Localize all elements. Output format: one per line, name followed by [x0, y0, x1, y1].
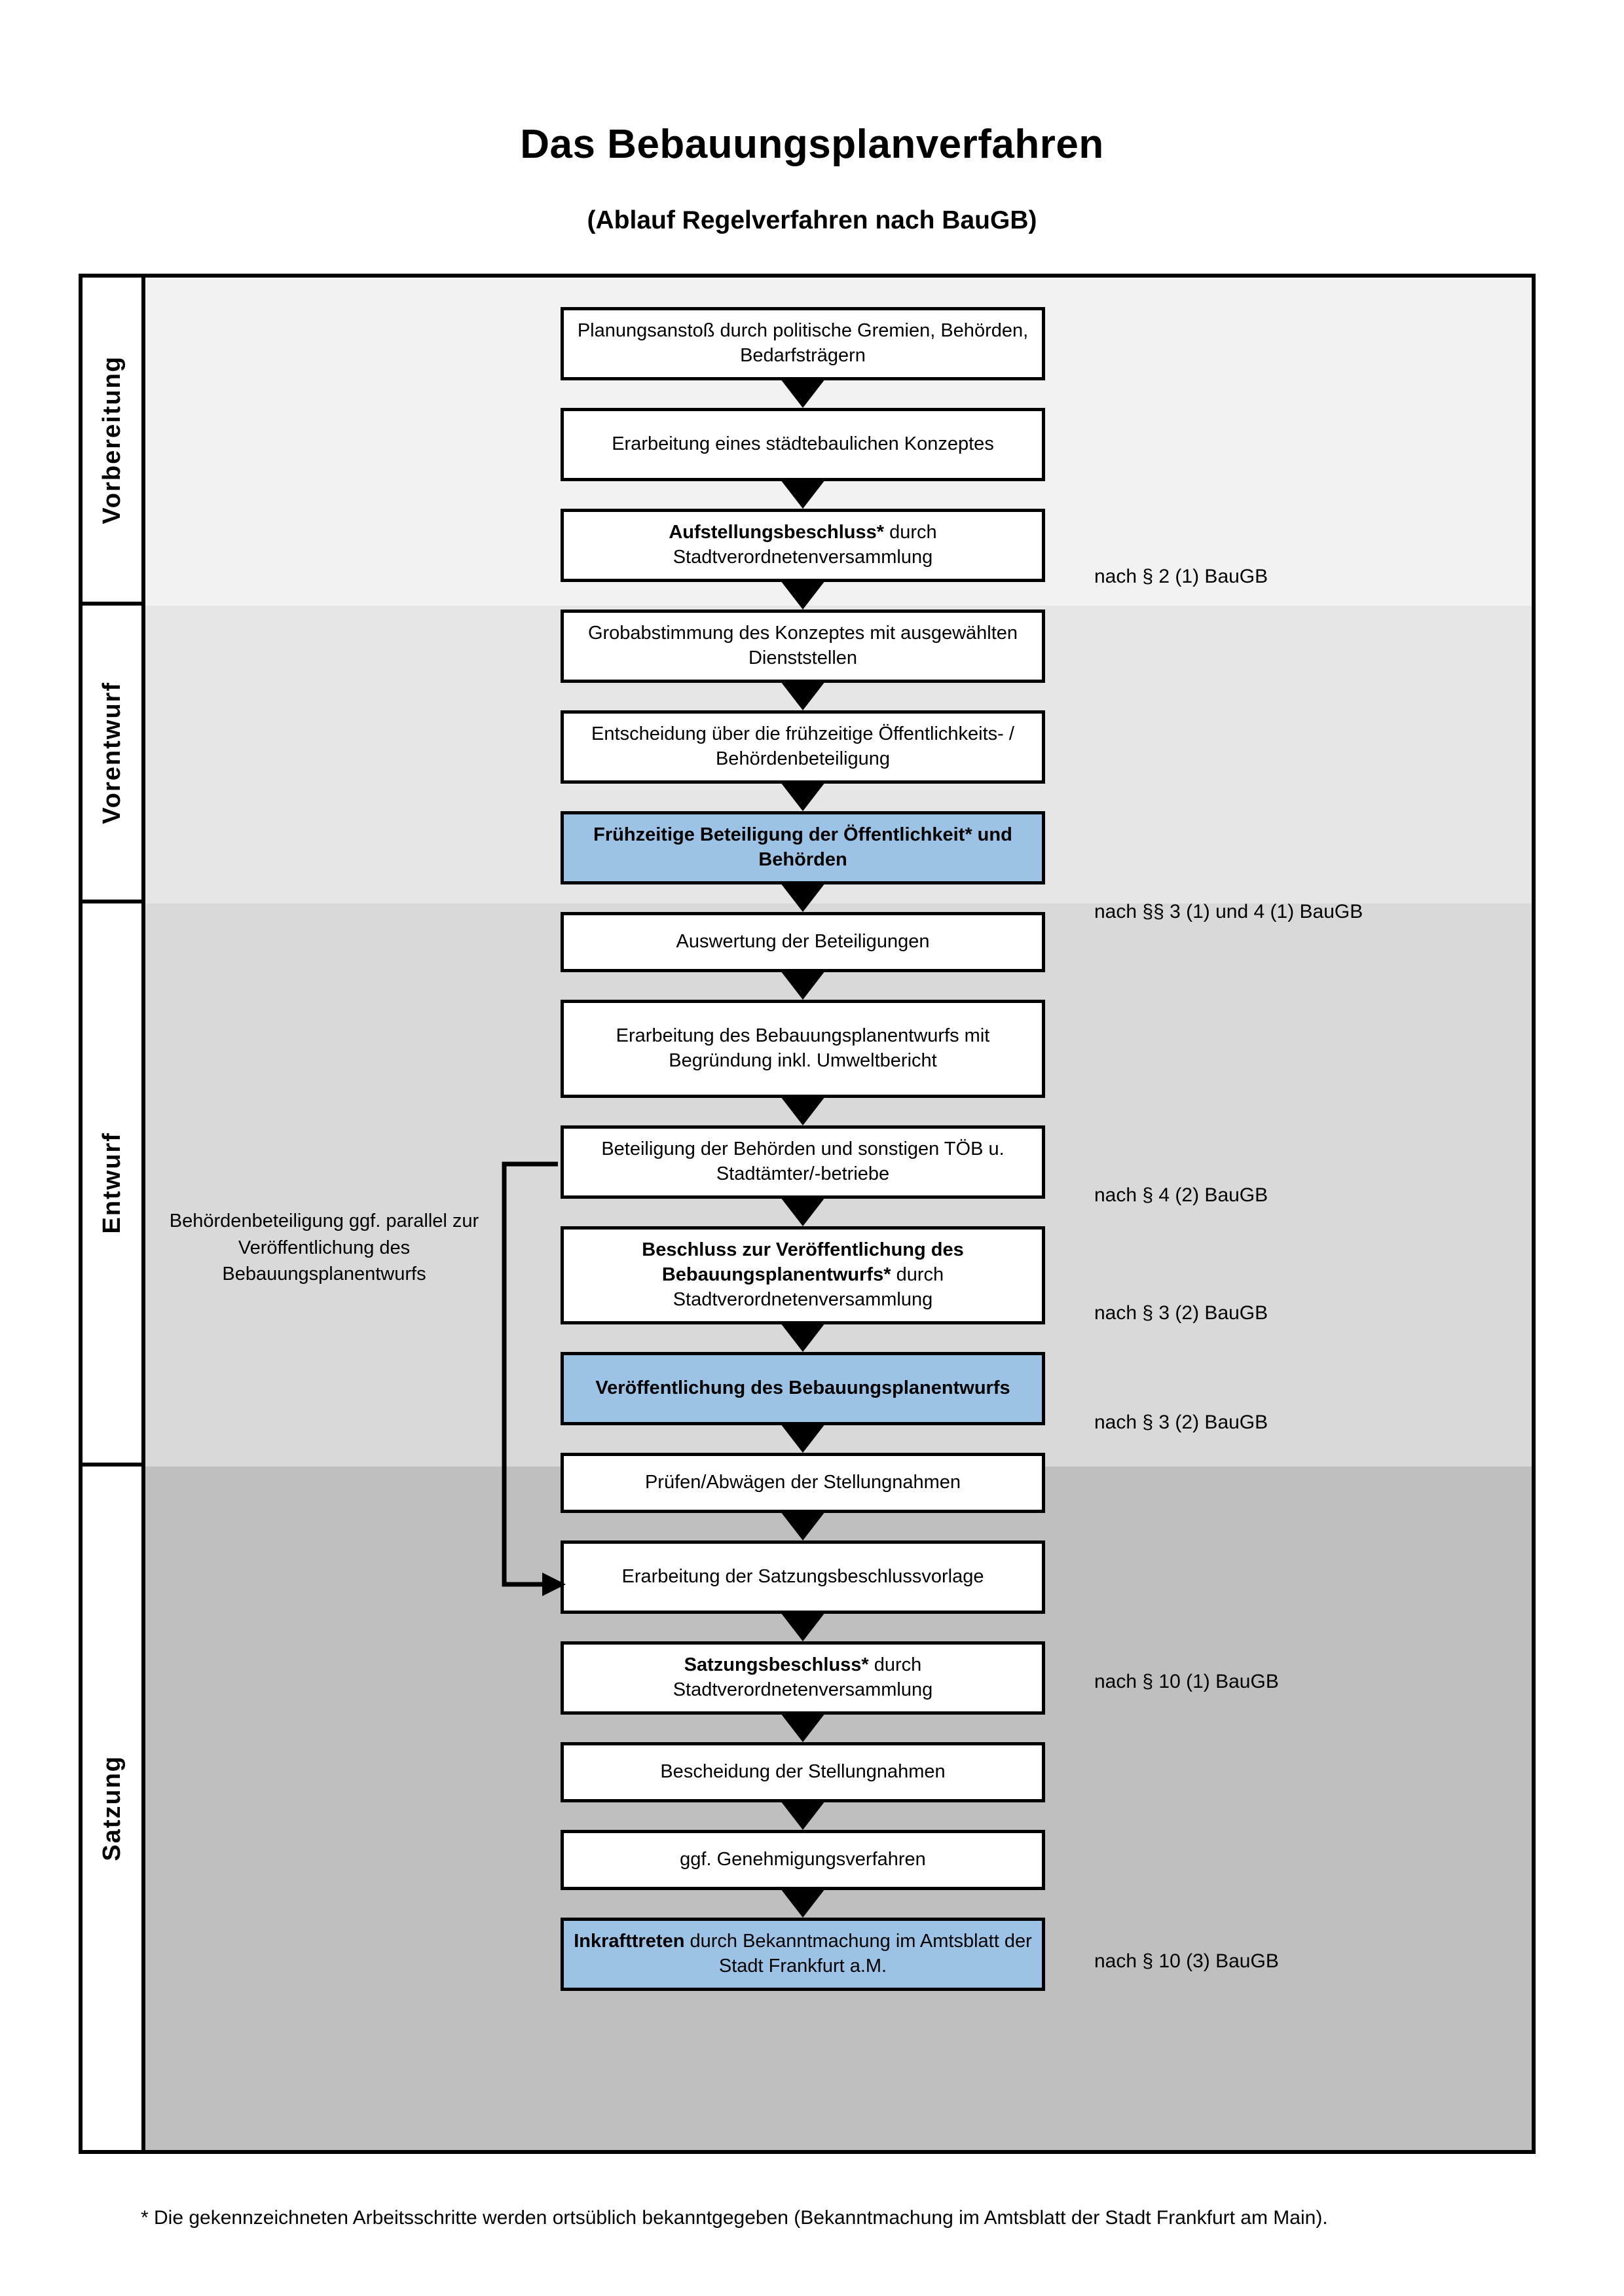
- process-box[interactable]: Entscheidung über die frühzeitige Öffent…: [561, 710, 1045, 784]
- process-box-highlight[interactable]: Inkrafttreten durch Bekanntmachung im Am…: [561, 1918, 1045, 1991]
- side-note: Behördenbeteiligung ggf. parallel zur Ve…: [169, 1211, 479, 1285]
- box-text: durch Stadtverordnetenversammlung: [673, 1264, 944, 1310]
- phase-label-text: Vorbereitung: [98, 355, 126, 524]
- flow-arrow-icon: [781, 1323, 825, 1352]
- process-box-highlight[interactable]: Frühzeitige Beteiligung der Öffentlichke…: [561, 811, 1045, 884]
- process-box[interactable]: Erarbeitung eines städtebaulichen Konzep…: [561, 408, 1045, 481]
- legal-reference: nach § 10 (1) BauGB: [1094, 1671, 1279, 1692]
- phase-label-vorentwurf: Vorentwurf: [83, 606, 145, 903]
- box-text: durch Stadtverordnetenversammlung: [673, 1654, 933, 1700]
- legal-reference: nach § 3 (2) BauGB: [1094, 1302, 1268, 1324]
- feedback-connector: [498, 1159, 570, 1611]
- flow-arrow-icon: [781, 1801, 825, 1830]
- flow-arrow-icon: [781, 1197, 825, 1226]
- box-text: Bescheidung der Stellungnahmen: [660, 1761, 946, 1783]
- process-box[interactable]: Erarbeitung des Bebauungsplanentwurfs mi…: [561, 1000, 1045, 1098]
- box-text: Grobabstimmung des Konzeptes mit ausgewä…: [587, 623, 1018, 668]
- flow-arrow-icon: [781, 379, 825, 408]
- box-text: Auswertung der Beteiligungen: [676, 931, 930, 953]
- legal-reference: nach § 4 (2) BauGB: [1094, 1184, 1268, 1206]
- box-bold-text: Satzungsbeschluss*: [684, 1654, 869, 1676]
- box-text: Erarbeitung eines städtebaulichen Konzep…: [612, 433, 994, 455]
- flow-arrow-icon: [781, 480, 825, 509]
- process-box-highlight[interactable]: Veröffentlichung des Bebauungsplanentwur…: [561, 1352, 1045, 1425]
- box-bold-text: Veröffentlichung des Bebauungsplanentwur…: [595, 1377, 1010, 1399]
- page-subtitle: (Ablauf Regelverfahren nach BauGB): [587, 206, 1037, 234]
- legal-reference: nach § 2 (1) BauGB: [1094, 566, 1268, 587]
- box-text: Erarbeitung der Satzungsbeschlussvorlage: [621, 1566, 984, 1588]
- flow-arrow-icon: [781, 782, 825, 811]
- legal-reference: nach § 10 (3) BauGB: [1094, 1950, 1279, 1972]
- process-box[interactable]: Grobabstimmung des Konzeptes mit ausgewä…: [561, 610, 1045, 683]
- flowchart-frame: Vorbereitung Vorentwurf Entwurf Satzung …: [79, 274, 1536, 2154]
- flow-arrow-icon: [781, 1889, 825, 1918]
- box-bold-text: Aufstellungsbeschluss*: [669, 522, 885, 543]
- phase-label-entwurf: Entwurf: [83, 903, 145, 1467]
- phase-label-satzung: Satzung: [83, 1467, 145, 2150]
- legal-reference: nach §§ 3 (1) und 4 (1) BauGB: [1094, 901, 1363, 922]
- process-box[interactable]: Erarbeitung der Satzungsbeschlussvorlage: [561, 1540, 1045, 1614]
- process-box[interactable]: Bescheidung der Stellungnahmen: [561, 1742, 1045, 1802]
- box-text: durch Stadtverordnetenversammlung: [673, 522, 937, 568]
- box-bold-text: Inkrafttreten: [574, 1931, 685, 1952]
- flow-arrow-icon: [781, 883, 825, 912]
- flow-arrow-icon: [781, 1613, 825, 1641]
- process-box[interactable]: ggf. Genehmigungsverfahren: [561, 1830, 1045, 1890]
- flow-arrow-icon: [781, 1097, 825, 1125]
- feedback-connector-icon: [502, 1161, 566, 1596]
- flow-arrow-icon: [781, 1424, 825, 1453]
- flow-arrow-icon: [781, 971, 825, 1000]
- process-box[interactable]: Beschluss zur Veröffentlichung des Bebau…: [561, 1226, 1045, 1324]
- process-box[interactable]: Aufstellungsbeschluss* durch Stadtverord…: [561, 509, 1045, 582]
- box-text: Entscheidung über die frühzeitige Öffent…: [591, 723, 1014, 769]
- flow-arrow-icon: [781, 1512, 825, 1540]
- footnote: * Die gekennzeichneten Arbeitsschritte w…: [141, 2207, 1328, 2229]
- flow-arrow-icon: [781, 1713, 825, 1742]
- box-bold-text: Beschluss zur Veröffentlichung des Bebau…: [642, 1239, 964, 1286]
- box-text: Prüfen/Abwägen der Stellungnahmen: [644, 1472, 961, 1493]
- page-title: Das Bebauungsplanverfahren: [520, 122, 1104, 167]
- phase-label-vorbereitung: Vorbereitung: [83, 278, 145, 606]
- box-text: Beteiligung der Behörden und sonstigen T…: [601, 1139, 1005, 1184]
- flow-arrow-icon: [781, 682, 825, 710]
- process-box[interactable]: Satzungsbeschluss* durch Stadtverordnete…: [561, 1641, 1045, 1715]
- process-box[interactable]: Prüfen/Abwägen der Stellungnahmen: [561, 1453, 1045, 1513]
- box-text: Planungsanstoß durch politische Gremien,…: [577, 320, 1029, 366]
- flow-arrow-icon: [781, 581, 825, 610]
- phase-label-text: Entwurf: [98, 1132, 126, 1234]
- process-box[interactable]: Planungsanstoß durch politische Gremien,…: [561, 307, 1045, 380]
- process-box[interactable]: Auswertung der Beteiligungen: [561, 912, 1045, 972]
- box-text: ggf. Genehmigungsverfahren: [680, 1849, 926, 1870]
- box-text: durch Bekanntmachung im Amtsblatt der St…: [684, 1931, 1032, 1977]
- box-text: Erarbeitung des Bebauungsplanentwurfs mi…: [616, 1025, 990, 1071]
- legal-reference: nach § 3 (2) BauGB: [1094, 1412, 1268, 1433]
- box-bold-text: Frühzeitige Beteiligung der Öffentlichke…: [593, 824, 1012, 870]
- process-box[interactable]: Beteiligung der Behörden und sonstigen T…: [561, 1125, 1045, 1199]
- phase-label-text: Vorentwurf: [98, 681, 126, 824]
- phase-label-text: Satzung: [98, 1755, 126, 1861]
